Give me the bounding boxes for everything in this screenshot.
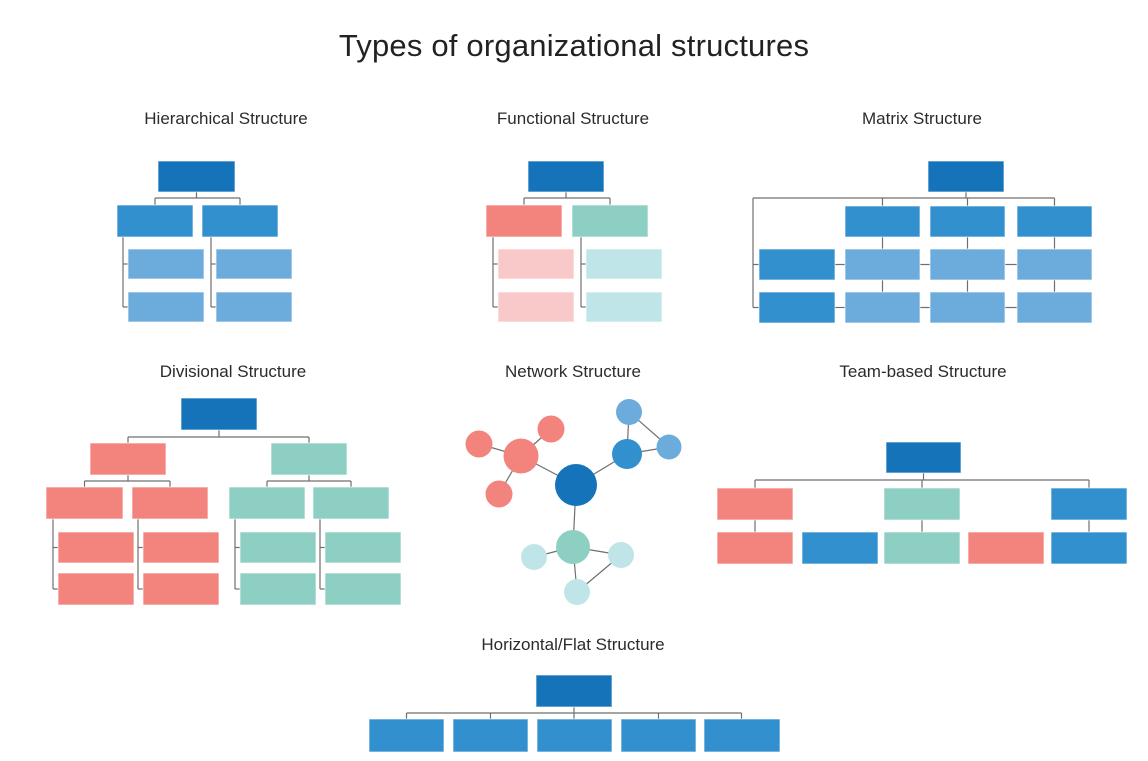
org-box	[585, 248, 663, 280]
org-box	[883, 487, 961, 521]
org-node	[537, 415, 565, 443]
org-box	[215, 291, 293, 323]
title-functional: Functional Structure	[496, 109, 650, 128]
org-box	[927, 160, 1005, 193]
diagram-functional	[485, 160, 663, 323]
org-node	[485, 480, 513, 508]
org-box	[571, 204, 649, 238]
diagram-hierarchical	[116, 160, 293, 323]
diagram-horizontal-flat	[368, 674, 781, 753]
title-hierarchical: Hierarchical Structure	[144, 109, 308, 128]
org-box	[485, 204, 563, 238]
org-node	[556, 530, 590, 564]
org-box	[131, 486, 209, 520]
org-box	[228, 486, 306, 520]
org-box	[801, 531, 879, 565]
org-box	[1016, 205, 1093, 238]
org-box	[716, 487, 794, 521]
title-team-based: Team-based Structure	[839, 362, 1007, 381]
org-box	[239, 531, 317, 564]
org-box	[929, 291, 1006, 324]
diagram-matrix	[752, 160, 1093, 324]
org-box	[527, 160, 605, 193]
org-box	[368, 718, 445, 753]
org-box	[1016, 291, 1093, 324]
org-box	[127, 248, 205, 280]
org-node	[612, 439, 642, 469]
org-node	[465, 430, 493, 458]
org-box	[142, 572, 220, 606]
org-node	[503, 438, 539, 474]
title-matrix: Matrix Structure	[862, 109, 982, 128]
title-network: Network Structure	[504, 362, 642, 381]
org-box	[1050, 487, 1128, 521]
org-box	[201, 204, 279, 238]
org-box	[844, 248, 921, 281]
org-box	[716, 531, 794, 565]
org-box	[844, 291, 921, 324]
org-node	[555, 464, 597, 506]
org-box	[844, 205, 921, 238]
org-box	[157, 160, 236, 193]
org-node	[616, 399, 642, 425]
org-box	[270, 442, 348, 476]
org-box	[1050, 531, 1128, 565]
org-node	[608, 542, 634, 568]
org-node	[521, 544, 547, 570]
org-box	[929, 205, 1006, 238]
org-box	[1016, 248, 1093, 281]
diagram-network	[465, 399, 682, 605]
org-box	[883, 531, 961, 565]
org-box	[497, 291, 575, 323]
org-box	[239, 572, 317, 606]
org-box	[324, 572, 402, 606]
org-box	[885, 441, 962, 474]
org-box	[929, 248, 1006, 281]
org-box	[215, 248, 293, 280]
org-box	[703, 718, 781, 753]
title-divisional: Divisional Structure	[159, 362, 307, 381]
org-box	[116, 204, 194, 238]
diagram-team-based	[716, 441, 1128, 565]
org-box	[536, 718, 613, 753]
org-box	[535, 674, 613, 708]
org-box	[89, 442, 167, 476]
org-box	[180, 397, 258, 431]
org-box	[57, 531, 135, 564]
org-box	[324, 531, 402, 564]
diagram-divisional	[45, 397, 402, 606]
org-box	[45, 486, 124, 520]
org-box	[452, 718, 529, 753]
org-box	[758, 291, 836, 324]
org-box	[758, 248, 836, 281]
org-box	[497, 248, 575, 280]
org-node	[564, 579, 590, 605]
org-box	[620, 718, 697, 753]
main-title: Types of organizational structures	[338, 28, 810, 63]
org-box	[142, 531, 220, 564]
org-box	[127, 291, 205, 323]
org-node	[656, 434, 682, 460]
title-horizontal-flat: Horizontal/Flat Structure	[481, 635, 665, 654]
org-box	[312, 486, 390, 520]
org-box	[967, 531, 1045, 565]
org-box	[57, 572, 135, 606]
org-box	[585, 291, 663, 323]
